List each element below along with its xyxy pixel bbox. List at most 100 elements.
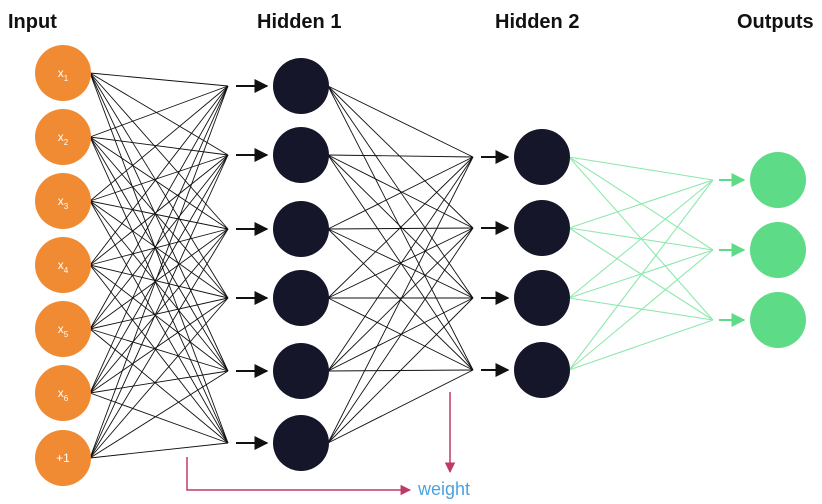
input-node-2 [35,109,91,165]
edge-input-5-to-hidden1-1 [89,85,229,330]
edge-hidden1-6-to-hidden2-3 [327,297,474,444]
hidden2-node-1 [514,129,570,185]
edge-input-6-to-hidden1-6 [89,392,229,444]
weight-pointer-line-left [186,457,412,496]
edge-hidden1-4-to-hidden2-1 [327,156,474,299]
input-node-label-5: x5 [58,322,69,339]
hidden1-node-4 [273,270,329,326]
edge-input-1-to-hidden1-1 [89,72,229,87]
output-node-3 [750,292,806,348]
edge-input-7-to-hidden1-2 [89,154,229,459]
input-node-label-3: x3 [58,194,69,211]
hidden1-node-3 [273,201,329,257]
edge-hidden1-6-to-hidden2-2 [327,227,474,444]
edge-hidden2-4-to-output-3 [568,319,714,371]
edge-input-7-to-hidden1-6 [89,442,229,459]
edge-hidden2-2-to-output-1 [568,179,714,229]
edge-hidden2-4-to-output-1 [568,179,714,371]
edge-hidden1-2-to-hidden2-1 [327,154,474,158]
edge-input-2-to-hidden1-4 [89,136,229,299]
edge-input-1-to-hidden1-5 [89,72,229,372]
edge-hidden2-4-to-output-2 [568,249,714,371]
edge-input-6-to-hidden1-3 [89,228,229,394]
edge-input-6-to-hidden1-5 [89,370,229,394]
edge-input-1-to-hidden1-6 [89,72,229,444]
edge-input-7-to-hidden1-1 [89,85,229,459]
edge-input-3-to-hidden1-5 [89,200,229,372]
edge-hidden1-3-to-hidden2-1 [327,156,474,230]
edge-input-6-to-hidden1-4 [89,297,229,394]
edge-hidden2-3-to-output-3 [568,297,714,321]
edge-hidden1-6-to-hidden2-1 [327,156,474,444]
edge-input-3-to-hidden1-6 [89,200,229,444]
edge-input-6-to-hidden1-1 [89,85,229,394]
edge-input-4-to-hidden1-2 [89,154,229,266]
input-node-label-4: x4 [58,258,69,275]
edge-hidden1-2-to-hidden2-2 [327,154,474,229]
input-node-3 [35,173,91,229]
edge-input-2-to-hidden1-5 [89,136,229,372]
edge-input-7-to-hidden1-4 [89,297,229,459]
edge-input-4-to-hidden1-6 [89,264,229,444]
edge-hidden1-4-to-hidden2-2 [327,227,474,299]
edge-input-7-to-hidden1-3 [89,228,229,459]
output-node-2 [750,222,806,278]
input-node-4 [35,237,91,293]
input-node-1 [35,45,91,101]
hidden2-node-2 [514,200,570,256]
input-node-7 [35,430,91,486]
edge-input-3-to-hidden1-4 [89,200,229,299]
edge-input-5-to-hidden1-4 [89,297,229,330]
edge-hidden1-6-to-hidden2-4 [327,369,474,444]
edge-input-3-to-hidden1-3 [89,200,229,230]
edge-hidden1-2-to-hidden2-4 [327,154,474,371]
edge-input-1-to-hidden1-4 [89,72,229,299]
edge-hidden2-3-to-output-1 [568,179,714,299]
edge-hidden1-1-to-hidden2-1 [327,85,474,158]
edge-hidden1-5-to-hidden2-3 [327,297,474,372]
edge-input-4-to-hidden1-3 [89,228,229,266]
hidden2-node-4 [514,342,570,398]
edge-input-5-to-hidden1-3 [89,228,229,330]
edge-input-5-to-hidden1-2 [89,154,229,330]
edge-input-2-to-hidden1-2 [89,136,229,156]
hidden1-node-5 [273,343,329,399]
hidden2-node-3 [514,270,570,326]
edge-input-3-to-hidden1-2 [89,154,229,202]
edge-input-1-to-hidden1-3 [89,72,229,230]
edge-input-3-to-hidden1-1 [89,85,229,202]
edge-input-5-to-hidden1-6 [89,328,229,444]
connection-edges [89,72,714,459]
edge-input-4-to-hidden1-1 [89,85,229,266]
edge-input-2-to-hidden1-3 [89,136,229,230]
edge-hidden1-3-to-hidden2-2 [327,227,474,230]
layer-title-hidden-1: Hidden 1 [257,11,341,33]
edge-hidden1-5-to-hidden2-1 [327,156,474,372]
hidden1-node-6 [273,415,329,471]
hidden1-node-1 [273,58,329,114]
layer-title-outputs: Outputs [737,11,814,33]
weight-label: weight [417,479,470,499]
input-node-5 [35,301,91,357]
hidden1-node-2 [273,127,329,183]
input-node-label-7: +1 [56,451,70,465]
edge-input-1-to-hidden1-2 [89,72,229,156]
layer-title-input: Input [8,11,57,33]
input-node-6 [35,365,91,421]
layer-arrows [236,79,746,450]
edge-input-4-to-hidden1-5 [89,264,229,372]
edge-hidden2-1-to-output-1 [568,156,714,181]
edge-input-2-to-hidden1-6 [89,136,229,444]
edge-input-7-to-hidden1-5 [89,370,229,459]
edge-hidden2-3-to-output-2 [568,249,714,299]
edge-hidden1-2-to-hidden2-3 [327,154,474,299]
input-node-label-6: x6 [58,386,69,403]
input-node-label-2: x2 [58,130,69,147]
edge-input-5-to-hidden1-5 [89,328,229,372]
edge-input-2-to-hidden1-1 [89,85,229,138]
edge-input-6-to-hidden1-2 [89,154,229,394]
output-node-1 [750,152,806,208]
weight-annotation: weight [186,392,470,499]
